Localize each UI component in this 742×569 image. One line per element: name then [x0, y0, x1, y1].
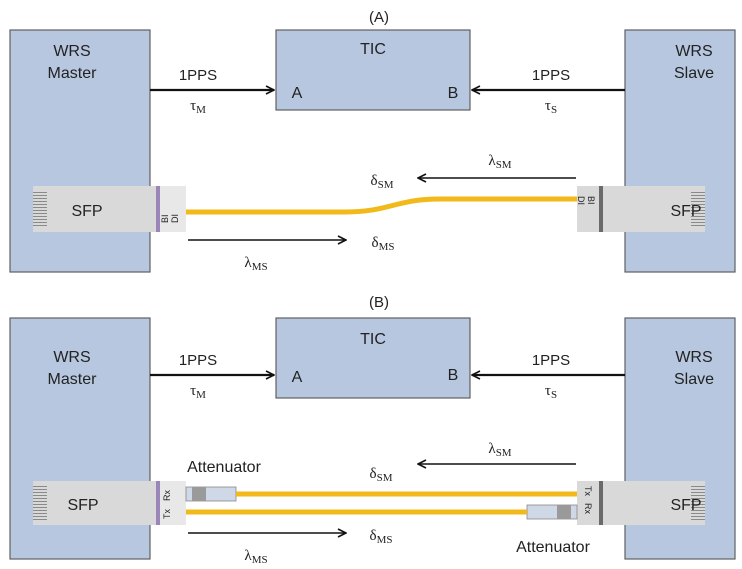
fiber-a	[186, 196, 577, 215]
pps-left-label: 1PPS	[179, 352, 217, 369]
attenuator-top-label: Attenuator	[187, 459, 262, 476]
tic-box	[275, 29, 471, 111]
connector-right-label: BI	[586, 196, 596, 205]
connector-left-bar	[156, 186, 160, 232]
connector-left-label: BI	[160, 214, 170, 223]
master-label-line2: Master	[48, 65, 98, 82]
lambda-ms-label: λMS	[244, 255, 267, 273]
master-label-line1: WRS	[53, 43, 90, 60]
panel-b: (B) WRS Master WRS Slave TIC A B 1PPS τM…	[9, 294, 736, 566]
tic-box	[275, 317, 471, 399]
pps-right-label: 1PPS	[532, 67, 570, 84]
lambda-ms-label: λMS	[244, 548, 267, 566]
connector-right-label-2: Rx	[583, 503, 593, 514]
connector-left	[160, 186, 186, 232]
delta-ms-label: δMS	[370, 528, 393, 546]
pps-left-label: 1PPS	[179, 67, 217, 84]
panel-a: (A) WRS Master WRS Slave TIC A B 1PPS τM…	[9, 9, 736, 273]
sfp-right-label: SFP	[670, 497, 701, 514]
tic-title: TIC	[360, 41, 386, 58]
sfp-left-label: SFP	[67, 497, 98, 514]
tau-s-label: τS	[545, 98, 557, 116]
sfp-right-label: SFP	[670, 203, 701, 220]
connector-left-label-2: DI	[170, 214, 180, 223]
master-label-line2: Master	[48, 371, 98, 388]
connector-right-label: Tx	[583, 486, 593, 496]
connector-left	[160, 481, 186, 525]
pps-right-label: 1PPS	[532, 352, 570, 369]
panel-b-label: (B)	[369, 294, 389, 311]
sfp-left-ribs	[33, 192, 47, 226]
tic-port-a: A	[292, 369, 303, 386]
attenuator-top-cap	[192, 487, 206, 501]
connector-right-bar	[599, 481, 603, 525]
tau-m-label: τM	[190, 98, 206, 116]
attenuator-bottom-cap	[557, 505, 571, 519]
connector-left-bar	[156, 481, 160, 525]
tic-port-b: B	[448, 85, 459, 102]
connector-left-label: Tx	[162, 509, 172, 519]
master-label-line1: WRS	[53, 349, 90, 366]
sfp-right-ribs	[691, 192, 705, 226]
connector-left-label-2: Rx	[162, 490, 172, 501]
tau-m-label: τM	[190, 383, 206, 401]
sfp-left-module	[33, 186, 161, 232]
slave-label-line2: Slave	[674, 371, 714, 388]
sfp-left-module	[33, 481, 161, 525]
sfp-left-ribs	[33, 486, 47, 520]
slave-label-line1: WRS	[675, 349, 712, 366]
connector-right-label-2: DI	[576, 196, 586, 205]
sfp-right-module	[577, 481, 705, 525]
tau-s-label: τS	[545, 383, 557, 401]
tic-port-b: B	[448, 367, 459, 384]
delta-sm-label: δSM	[370, 466, 393, 484]
connector-right-bar	[599, 186, 603, 232]
slave-label-line1: WRS	[675, 43, 712, 60]
slave-label-line2: Slave	[674, 65, 714, 82]
attenuator-bottom-label: Attenuator	[516, 539, 591, 556]
delta-sm-label: δSM	[371, 173, 394, 191]
sfp-right-ribs	[691, 486, 705, 520]
delta-ms-label: δMS	[372, 235, 395, 253]
lambda-sm-label: λSM	[488, 153, 511, 171]
tic-port-a: A	[292, 85, 303, 102]
lambda-sm-label: λSM	[488, 441, 511, 459]
sfp-right-module	[577, 186, 705, 232]
tic-title: TIC	[360, 331, 386, 348]
sfp-left-label: SFP	[71, 203, 102, 220]
panel-a-label: (A)	[369, 9, 389, 26]
